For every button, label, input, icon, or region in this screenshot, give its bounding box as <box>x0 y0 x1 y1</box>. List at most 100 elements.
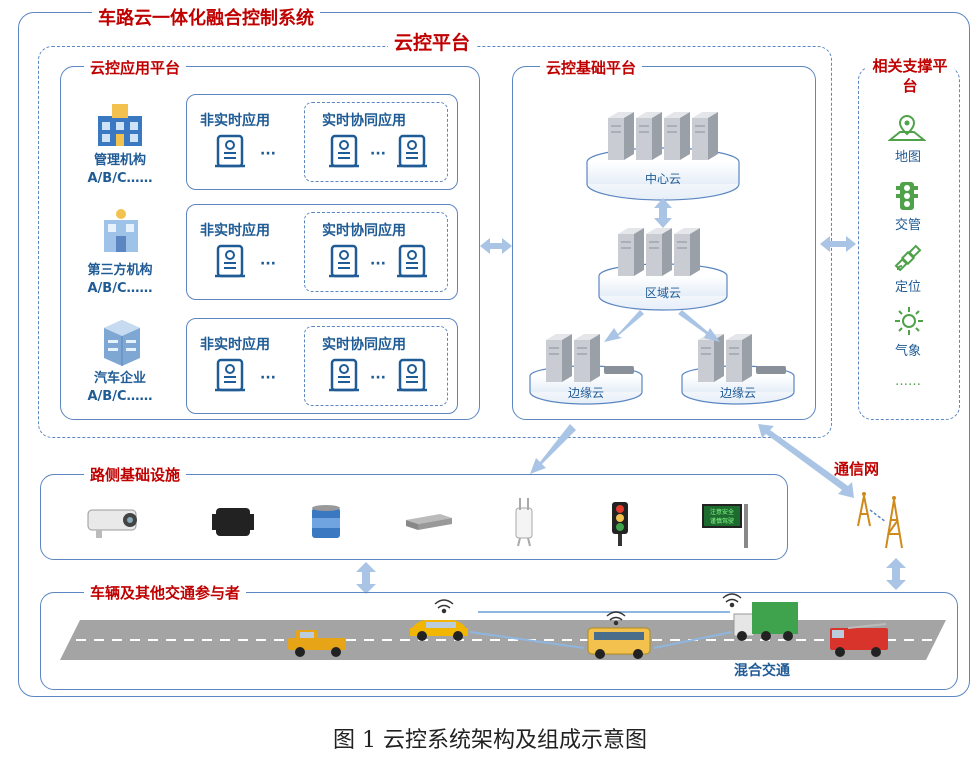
fire-truck-icon <box>830 623 888 657</box>
network-vehicle-arrow <box>886 558 906 590</box>
document-icon <box>395 244 429 278</box>
edge-cloud-right-node <box>681 333 795 405</box>
non-realtime-label: 非实时应用 <box>200 337 270 353</box>
app-row-3 <box>186 318 458 414</box>
org-sub: A/B/C…… <box>87 281 153 296</box>
vehicles-title: 车辆及其他交通参与者 <box>84 582 247 603</box>
region-edge-arrow-left <box>604 310 644 342</box>
realtime-label: 实时协同应用 <box>322 223 406 239</box>
message-sign-icon: 注意安全 谨慎驾驶 <box>702 504 748 548</box>
document-icon <box>213 134 247 168</box>
document-icon <box>395 358 429 392</box>
document-icon <box>327 244 361 278</box>
edge-box-icon <box>406 514 452 530</box>
support-item-traffic: 交管 <box>894 218 921 233</box>
region-cloud-label: 区域云 <box>644 286 681 300</box>
roadside-title: 路侧基础设施 <box>84 464 187 485</box>
app-platform-title: 云控应用平台 <box>84 57 187 78</box>
pickup-truck-icon <box>288 630 346 657</box>
support-platform-title: 相关支撑平台 <box>866 56 954 96</box>
radar-icon <box>212 508 254 536</box>
ellipsis: ··· <box>260 256 276 272</box>
non-realtime-label: 非实时应用 <box>200 223 270 239</box>
support-more: …… <box>895 374 921 389</box>
roadside-frame <box>40 474 788 560</box>
government-building-icon <box>98 104 142 146</box>
org-label: 第三方机构 A/B/C…… <box>70 262 170 298</box>
edge-cloud-left-node <box>529 333 643 405</box>
realtime-group-2 <box>304 212 448 292</box>
center-region-arrow <box>654 198 672 228</box>
edge-cloud-right-label: 边缘云 <box>719 386 756 400</box>
org-label: 管理机构 A/B/C…… <box>70 152 170 188</box>
map-icon <box>888 114 926 141</box>
edge-cloud-left-label: 边缘云 <box>567 386 604 400</box>
cloud-platform-title: 云控平台 <box>388 28 477 55</box>
org-name: 管理机构 <box>93 153 146 168</box>
roadside-devices: 注意安全 谨慎驾驶 <box>87 498 748 548</box>
base-platform-frame <box>512 66 816 420</box>
office-building-icon <box>104 209 138 252</box>
document-icon <box>327 134 361 168</box>
ellipsis: ··· <box>370 256 386 272</box>
app-platform-frame <box>60 66 480 420</box>
comm-network-label: 通信网 <box>834 460 880 478</box>
rsu-antenna-icon <box>515 498 533 547</box>
svg-text:注意安全: 注意安全 <box>710 508 734 516</box>
cloud-network-arrow <box>758 424 854 498</box>
base-platform-title: 云控基础平台 <box>540 57 643 78</box>
ellipsis: ··· <box>260 146 276 162</box>
sun-icon <box>895 307 923 335</box>
ellipsis: ··· <box>260 370 276 386</box>
center-cloud-node <box>586 111 740 201</box>
support-item-weather: 气象 <box>894 344 921 359</box>
non-realtime-label: 非实时应用 <box>200 113 270 129</box>
region-edge-arrow-right <box>678 310 720 342</box>
mixed-traffic-label: 混合交通 <box>734 663 790 679</box>
taxi-icon <box>410 620 468 641</box>
ellipsis: ··· <box>370 370 386 386</box>
app-row-1 <box>186 94 458 190</box>
support-item-map: 地图 <box>894 150 921 165</box>
cloud-roadside-arrow <box>530 424 576 474</box>
cargo-truck-icon <box>733 602 798 641</box>
roadside-vehicle-arrow <box>356 562 376 594</box>
traffic-light-icon <box>896 182 918 210</box>
road-scene <box>60 593 946 660</box>
school-bus-icon <box>587 627 651 659</box>
traffic-signal-icon <box>612 502 628 546</box>
system-frame <box>18 12 970 697</box>
org-label: 汽车企业 A/B/C…… <box>70 370 170 406</box>
org-sub: A/B/C…… <box>87 389 153 404</box>
ellipsis: ··· <box>370 146 386 162</box>
region-cloud-node <box>598 227 728 311</box>
wireless-signal-icon <box>434 593 742 626</box>
cloud-hierarchy-graphic <box>529 111 795 405</box>
cell-tower-icon <box>857 492 903 549</box>
car-company-building-icon <box>104 320 140 366</box>
realtime-label: 实时协同应用 <box>322 113 406 129</box>
document-icon <box>327 358 361 392</box>
document-icon <box>395 134 429 168</box>
app-doc-icons <box>213 134 429 392</box>
org-name: 汽车企业 <box>93 371 146 386</box>
vehicles-frame <box>40 592 958 690</box>
figure-caption: 图 1 云控系统架构及组成示意图 <box>333 728 647 753</box>
satellite-icon <box>894 244 922 272</box>
app-base-arrow <box>480 238 512 254</box>
system-title: 车路云一体化融合控制系统 <box>92 4 320 30</box>
org-sub: A/B/C…… <box>87 171 153 186</box>
realtime-group-3 <box>304 326 448 406</box>
center-cloud-label: 中心云 <box>644 172 681 186</box>
svg-text:谨慎驾驶: 谨慎驾驶 <box>710 517 734 525</box>
support-item-positioning: 定位 <box>894 280 921 295</box>
realtime-group-1 <box>304 102 448 182</box>
lidar-icon <box>312 505 340 538</box>
realtime-label: 实时协同应用 <box>322 337 406 353</box>
app-row-2 <box>186 204 458 300</box>
org-name: 第三方机构 <box>87 263 153 278</box>
document-icon <box>213 244 247 278</box>
road <box>60 620 946 660</box>
camera-icon <box>87 509 137 538</box>
base-support-arrow <box>820 236 856 252</box>
